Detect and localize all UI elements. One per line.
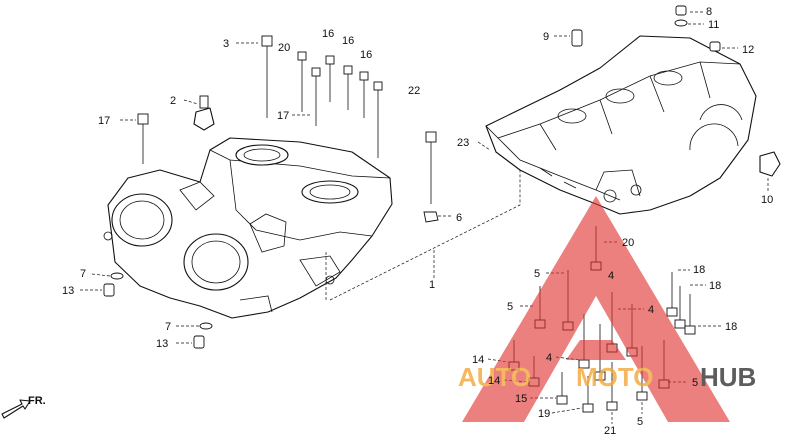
callout-labels: 3 20 16 16 16 2 17 17 22 23 9 8 11 12 10…: [62, 6, 773, 437]
callout-5: 5: [507, 301, 513, 313]
upper-crankcase: [103, 137, 393, 319]
callout-4: 4: [648, 304, 654, 316]
callout-10: 10: [761, 194, 773, 206]
watermark-text-hub: HUB: [700, 362, 756, 392]
callout-11: 11: [708, 19, 719, 31]
callout-23: 23: [457, 137, 469, 149]
callout-5: 5: [637, 416, 643, 428]
callout-18: 18: [725, 321, 737, 333]
callout-16: 16: [322, 28, 334, 40]
callout-15: 15: [515, 393, 527, 405]
callout-22: 22: [408, 85, 420, 97]
callout-16: 16: [342, 35, 354, 47]
callout-13: 13: [62, 285, 74, 297]
callout-8: 8: [706, 6, 712, 18]
callout-7: 7: [80, 268, 86, 280]
callout-18: 18: [693, 264, 705, 276]
watermark: AUTO MOTO HUB: [458, 196, 756, 422]
callout-14: 14: [488, 375, 500, 387]
callout-17: 17: [98, 115, 110, 127]
small-parts: [103, 5, 781, 349]
watermark-text-auto: AUTO: [458, 362, 531, 392]
callout-13: 13: [156, 338, 168, 350]
callout-1: 1: [429, 279, 435, 291]
callout-14: 14: [472, 354, 484, 366]
watermark-text-moto: MOTO: [576, 362, 654, 392]
callout-17: 17: [277, 110, 289, 122]
callout-16: 16: [360, 49, 372, 61]
callout-5: 5: [692, 377, 698, 389]
watermark-triangle-logo: [462, 196, 730, 422]
lower-crankcase: [485, 35, 757, 215]
upper-bolts: [137, 35, 437, 204]
callout-12: 12: [742, 44, 754, 56]
callout-18: 18: [709, 280, 721, 292]
callout-21: 21: [604, 425, 616, 437]
callout-3: 3: [223, 38, 229, 50]
callout-2: 2: [170, 95, 176, 107]
callout-6: 6: [456, 212, 462, 224]
direction-arrow: FR.: [1, 395, 46, 419]
callout-20: 20: [278, 42, 290, 54]
callout-20: 20: [622, 237, 634, 249]
callout-4: 4: [546, 352, 552, 364]
callout-5: 5: [534, 268, 540, 280]
callout-9: 9: [543, 31, 549, 43]
direction-label: FR.: [28, 395, 46, 407]
callout-7: 7: [165, 321, 171, 333]
callout-19: 19: [538, 408, 550, 420]
callout-4: 4: [608, 270, 614, 282]
